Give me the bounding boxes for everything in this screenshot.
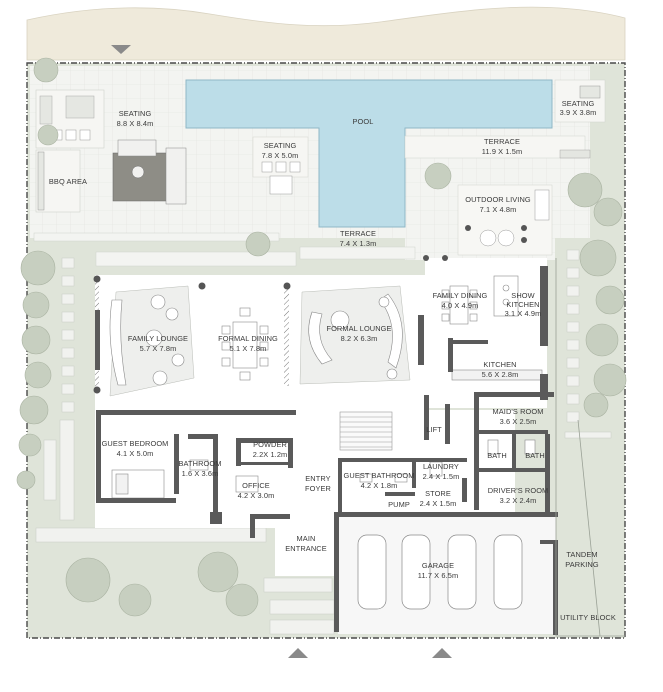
label-maids-room-dim: 3.6 X 2.5m bbox=[500, 417, 537, 426]
label-office-dim: 4.2 X 3.0m bbox=[238, 491, 275, 500]
label-guest-bathroom: GUEST BATHROOM bbox=[344, 471, 415, 480]
label-kitchen-dim: 5.6 X 2.8m bbox=[482, 370, 519, 379]
label-family-dining-dim: 4.0 X 4.9m bbox=[442, 301, 479, 310]
label-terrace-east-dim: 11.9 X 1.5m bbox=[482, 147, 522, 156]
label-family-lounge: FAMILY LOUNGE bbox=[128, 334, 188, 343]
label-drivers-room-dim: 3.2 X 2.4m bbox=[500, 496, 537, 505]
label-drivers-room: DRIVER'S ROOM bbox=[488, 486, 549, 495]
label-formal-dining: FORMAL DINING bbox=[218, 334, 278, 343]
label-show-kitchen-2: KITCHEN bbox=[506, 300, 539, 309]
label-store-dim: 2.4 X 1.5m bbox=[420, 499, 457, 508]
label-lift: LIFT bbox=[426, 425, 442, 434]
label-terrace-middle: TERRACE bbox=[340, 229, 376, 238]
staircase bbox=[339, 411, 393, 451]
columns bbox=[93, 255, 448, 394]
label-tandem-parking-1: TANDEM bbox=[566, 550, 597, 559]
label-bathroom-dim: 1.6 X 3.6m bbox=[182, 469, 219, 478]
label-seating-middle-dim: 7.8 X 5.0m bbox=[262, 151, 299, 160]
terrace-east-deck bbox=[404, 135, 586, 159]
label-office: OFFICE bbox=[242, 481, 270, 490]
label-tandem-parking-2: PARKING bbox=[565, 560, 599, 569]
label-seating-middle: SEATING bbox=[264, 141, 297, 150]
north-access-arrow bbox=[111, 45, 131, 54]
label-formal-lounge: FORMAL LOUNGE bbox=[326, 324, 391, 333]
walls bbox=[95, 266, 558, 635]
label-bath-2: BATH bbox=[525, 451, 545, 460]
label-seating-west: SEATING bbox=[119, 109, 152, 118]
label-show-kitchen-dim: 3.1 X 4.9m bbox=[505, 309, 542, 318]
label-terrace-east: TERRACE bbox=[484, 137, 520, 146]
label-formal-lounge-dim: 8.2 X 6.3m bbox=[341, 334, 378, 343]
pool bbox=[185, 79, 553, 228]
label-bath-1: BATH bbox=[487, 451, 507, 460]
stepping-stones-east bbox=[564, 249, 612, 439]
label-powder: POWDER bbox=[253, 440, 287, 449]
label-seating-east: SEATING bbox=[562, 99, 595, 108]
label-guest-bedroom-dim: 4.1 X 5.0m bbox=[117, 449, 154, 458]
label-bbq-area: BBQ AREA bbox=[49, 177, 87, 186]
label-garage-dim: 11.7 X 6.5m bbox=[418, 571, 458, 580]
label-main-entrance-2: ENTRANCE bbox=[285, 544, 326, 553]
label-pool: POOL bbox=[353, 117, 374, 126]
garage-cars bbox=[357, 534, 523, 610]
label-guest-bedroom: GUEST BEDROOM bbox=[102, 439, 169, 448]
label-entry-foyer-1: ENTRY bbox=[305, 474, 330, 483]
label-seating-east-dim: 3.9 X 3.8m bbox=[560, 108, 597, 117]
label-powder-dim: 2.2X 1.2m bbox=[253, 450, 288, 459]
trees bbox=[16, 57, 627, 617]
label-terrace-middle-dim: 7.4 X 1.3m bbox=[340, 239, 377, 248]
south-access-arrow-east bbox=[432, 648, 452, 658]
label-outdoor-living: OUTDOOR LIVING bbox=[465, 195, 531, 204]
label-pump: PUMP bbox=[388, 500, 410, 509]
label-maids-room: MAID'S ROOM bbox=[493, 407, 544, 416]
label-utility-block: UTILITY BLOCK bbox=[560, 613, 616, 622]
label-outdoor-living-dim: 7.1 X 4.8m bbox=[480, 205, 517, 214]
label-guest-bathroom-dim: 4.2 X 1.8m bbox=[361, 481, 398, 490]
label-main-entrance-1: MAIN bbox=[297, 534, 316, 543]
room-labels: SEATING 8.8 X 8.4m POOL SEATING 7.8 X 5.… bbox=[49, 99, 616, 622]
label-bathroom: BATHROOM bbox=[179, 459, 222, 468]
label-laundry-dim: 2.4 X 1.5m bbox=[423, 472, 460, 481]
label-family-lounge-dim: 5.7 X 7.8m bbox=[140, 344, 177, 353]
label-kitchen: KITCHEN bbox=[483, 360, 516, 369]
label-seating-west-dim: 8.8 X 8.4m bbox=[117, 119, 154, 128]
label-family-dining: FAMILY DINING bbox=[433, 291, 488, 300]
label-garage: GARAGE bbox=[422, 561, 454, 570]
label-laundry: LAUNDRY bbox=[423, 462, 459, 471]
label-show-kitchen-1: SHOW bbox=[511, 291, 534, 300]
beach-area bbox=[26, 6, 626, 61]
label-formal-dining-dim: 5.1 X 7.8m bbox=[230, 344, 267, 353]
stepping-stones-west bbox=[43, 257, 75, 521]
label-store: STORE bbox=[425, 489, 451, 498]
south-access-arrow-west bbox=[288, 648, 308, 658]
label-entry-foyer-2: FOYER bbox=[305, 484, 331, 493]
